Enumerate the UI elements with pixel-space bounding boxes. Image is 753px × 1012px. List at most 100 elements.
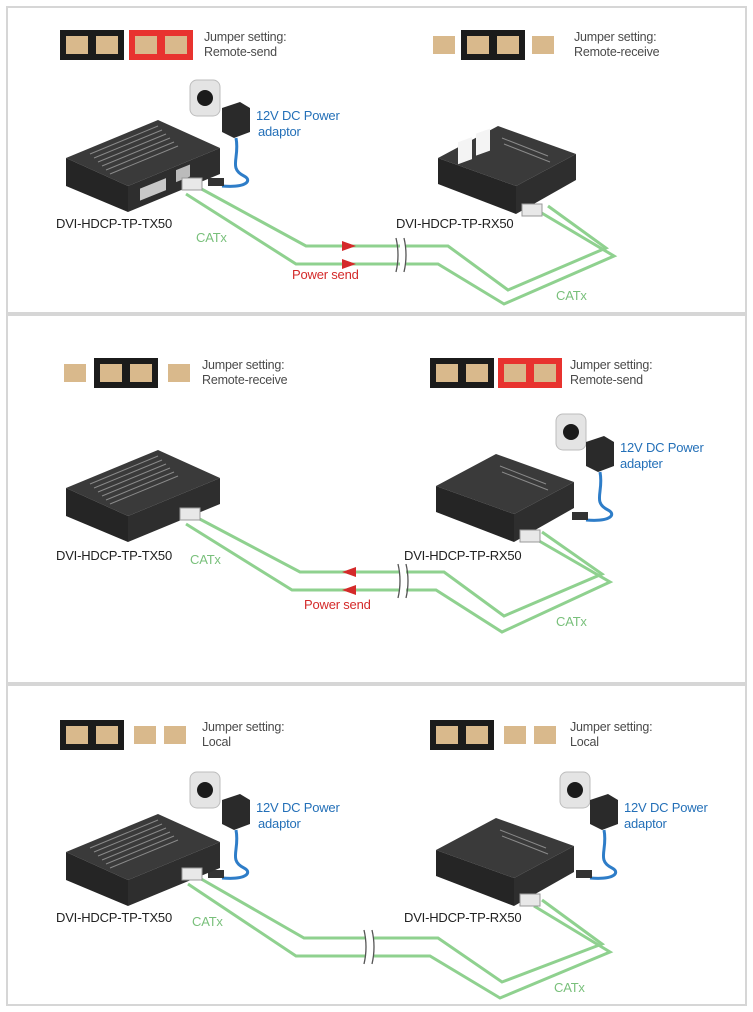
tx-device-label: DVI-HDCP-TP-TX50 [56,548,172,563]
panel-1-drawing [60,30,618,306]
tx-device-icon [66,120,220,212]
power-adapter-right-label-line1: 12V DC Power [624,800,708,815]
power-send-arrows [342,241,356,269]
rx-device-label: DVI-HDCP-TP-RX50 [404,548,522,563]
cable-right-bottom [406,210,618,306]
power-send-label: Power send [304,597,371,612]
left-jumper-setting-title: Jumper setting: [202,720,285,734]
right-jumper-pin-3 [497,36,519,54]
power-adapter-label-line2: adaptor [258,124,301,139]
right-jumper-setting-value: Remote-send [570,373,643,387]
catx-label-right: CATx [556,614,587,629]
wall-socket-icon [555,413,587,451]
right-jumper-setting-title: Jumper setting: [570,720,653,734]
catx-label-left: CATx [190,552,221,567]
right-jumper-setting-value: Remote-receive [574,45,660,59]
left-jumper-setting-value: Remote-receive [202,373,288,387]
panel-3-drawing [60,720,618,1000]
left-jumper-setting-value: Remote-send [204,45,277,59]
left-jumper-block [64,358,190,388]
left-jumper-pin-3 [130,364,152,382]
power-adapter-label-line2: adapter [620,456,663,471]
catx-label-right: CATx [556,288,587,303]
rx-device-label: DVI-HDCP-TP-RX50 [404,910,522,925]
right-jumper-block [430,720,556,750]
cable-left-bottom [185,192,400,266]
catx-label-left: CATx [196,230,227,245]
tx-device-icon [66,450,220,542]
power-adapter-label-line1: 12V DC Power [256,108,340,123]
right-jumper-pin-3 [504,364,526,382]
diagram-panel-remote-send-rx: Jumper setting: Remote-receive Jumper se… [6,314,747,684]
power-send-label: Power send [292,267,359,282]
wall-socket-right-icon [559,771,591,809]
left-jumper-pin-3 [135,36,157,54]
right-jumper-block [433,30,554,60]
right-jumper-pin-4 [534,726,556,744]
power-adapter-left-icon [208,794,250,880]
catx-cable [185,514,614,634]
left-jumper-pin-2 [100,364,122,382]
catx-label-left: CATx [192,914,223,929]
left-jumper-pin-2 [96,726,118,744]
rx-device-icon [436,818,574,906]
right-jumper-setting-value: Local [570,735,599,749]
cable-right-top [406,204,610,292]
left-jumper-setting-value: Local [202,735,231,749]
wall-socket-icon [189,79,221,117]
left-jumper-pin-4 [164,726,186,744]
cable-break [363,929,375,965]
catx-label-right: CATx [554,980,585,995]
tx-device-label: DVI-HDCP-TP-TX50 [56,216,172,231]
left-jumper-pin-4 [168,364,190,382]
tx-rj45-plug [181,177,203,191]
rx-device-icon [438,126,576,214]
right-jumper-pin-4 [534,364,556,382]
power-adapter-right-label-line2: adaptor [624,816,667,831]
rx-rj45-plug [521,203,543,217]
left-jumper-pin-3 [134,726,156,744]
left-jumper-pin-1 [64,364,86,382]
diagram-panel-remote-send-tx: Jumper setting: Remote-send Jumper setti… [6,6,747,314]
cable-left-top [195,184,400,248]
catx-cable [185,184,618,306]
right-jumper-pin-1 [436,364,458,382]
left-jumper-pin-1 [66,726,88,744]
power-adapter-right-icon [576,794,618,880]
power-adapter-label-line1: 12V DC Power [620,440,704,455]
rx-rj45-plug [519,893,541,907]
left-jumper-setting-title: Jumper setting: [204,30,287,44]
catx-cable [187,874,614,1000]
tx-rj45-plug [181,867,203,881]
right-jumper-pin-2 [467,36,489,54]
left-jumper-setting-title: Jumper setting: [202,358,285,372]
panel-2-drawing [64,358,614,634]
left-jumper-pin-4 [165,36,187,54]
right-jumper-block [430,358,562,388]
right-jumper-pin-1 [436,726,458,744]
power-adapter-icon [572,436,614,522]
rx-device-icon [436,454,574,542]
rx-rj45-plug [519,529,541,543]
diagram-panel-local: Jumper setting: Local Jumper setting: Lo… [6,684,747,1006]
power-adapter-left-label-line1: 12V DC Power [256,800,340,815]
tx-rj45-plug [179,507,201,521]
power-adapter-left-label-line2: adaptor [258,816,301,831]
right-jumper-pin-2 [466,364,488,382]
right-jumper-pin-4 [532,36,554,54]
cable-break [395,237,407,273]
power-send-arrows [342,567,356,595]
tx-device-icon [66,814,220,906]
left-jumper-pin-2 [96,36,118,54]
left-jumper-block [60,720,186,750]
tx-device-label: DVI-HDCP-TP-TX50 [56,910,172,925]
rx-device-label: DVI-HDCP-TP-RX50 [396,216,514,231]
right-jumper-pin-2 [466,726,488,744]
right-jumper-pin-1 [433,36,455,54]
wall-socket-left-icon [189,771,221,809]
right-jumper-pin-3 [504,726,526,744]
left-jumper-pin-1 [66,36,88,54]
right-jumper-setting-title: Jumper setting: [574,30,657,44]
right-jumper-setting-title: Jumper setting: [570,358,653,372]
power-adapter-icon [208,102,250,188]
